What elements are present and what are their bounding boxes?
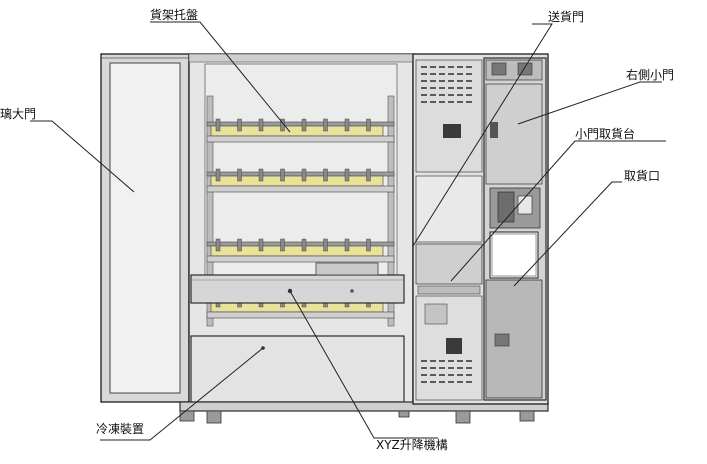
tray-divider [323, 118, 328, 132]
shelf-rail [206, 241, 395, 247]
shelf-lip [206, 311, 395, 319]
label-delivery-door: 送貨門 [548, 10, 585, 24]
tray-divider [258, 168, 264, 182]
refrigeration-unit [190, 335, 405, 403]
leader-lines [30, 21, 666, 441]
tray-divider [323, 168, 328, 182]
shelf-tray [210, 125, 384, 137]
glass-door [100, 53, 190, 403]
tray-divider [301, 168, 307, 182]
vent-grille [421, 360, 472, 383]
tray-divider [301, 118, 307, 132]
tray-divider [366, 118, 371, 132]
label-pickup-port: 取貨口 [624, 169, 661, 183]
tray-divider [301, 238, 307, 252]
tray-divider [237, 238, 242, 252]
tray-divider [215, 238, 221, 252]
shelf-tray [210, 175, 384, 187]
vent-grille [421, 66, 472, 103]
tray-divider [280, 238, 285, 252]
base-feet [179, 401, 549, 424]
tray-divider [344, 118, 350, 132]
tray-divider [323, 238, 328, 252]
shelf-tray [210, 245, 384, 257]
shelf-2 [206, 168, 395, 193]
tray-divider [215, 118, 221, 132]
shelf-lip [206, 135, 395, 143]
tray-divider [366, 168, 371, 182]
label-xyz-lift: XYZ升降機構 [376, 438, 448, 452]
tray-divider [366, 238, 371, 252]
shelf-lip [206, 185, 395, 193]
label-right-small-door: 右側小門 [626, 68, 675, 82]
tray-divider [344, 238, 350, 252]
label-refrigeration: 冷凍裝置 [96, 422, 145, 436]
label-shelf-tray: 貨架托盤 [150, 8, 199, 22]
xyz-lift-beam [190, 262, 405, 304]
label-small-door-pickup-platform: 小門取貨台 [575, 127, 636, 141]
right-machinery [412, 53, 549, 405]
tray-divider [215, 168, 221, 182]
tray-divider [258, 238, 264, 252]
tray-divider [258, 118, 264, 132]
tray-divider [280, 168, 285, 182]
tray-divider [344, 168, 350, 182]
tray-divider [237, 118, 242, 132]
shelf-rail [206, 121, 395, 127]
tray-divider [237, 168, 242, 182]
label-glass-door: 璃大門 [0, 107, 37, 121]
shelf-lip [206, 255, 395, 263]
shelf-rail [206, 171, 395, 177]
shelf-1 [206, 118, 395, 143]
shelf-3 [206, 238, 395, 263]
